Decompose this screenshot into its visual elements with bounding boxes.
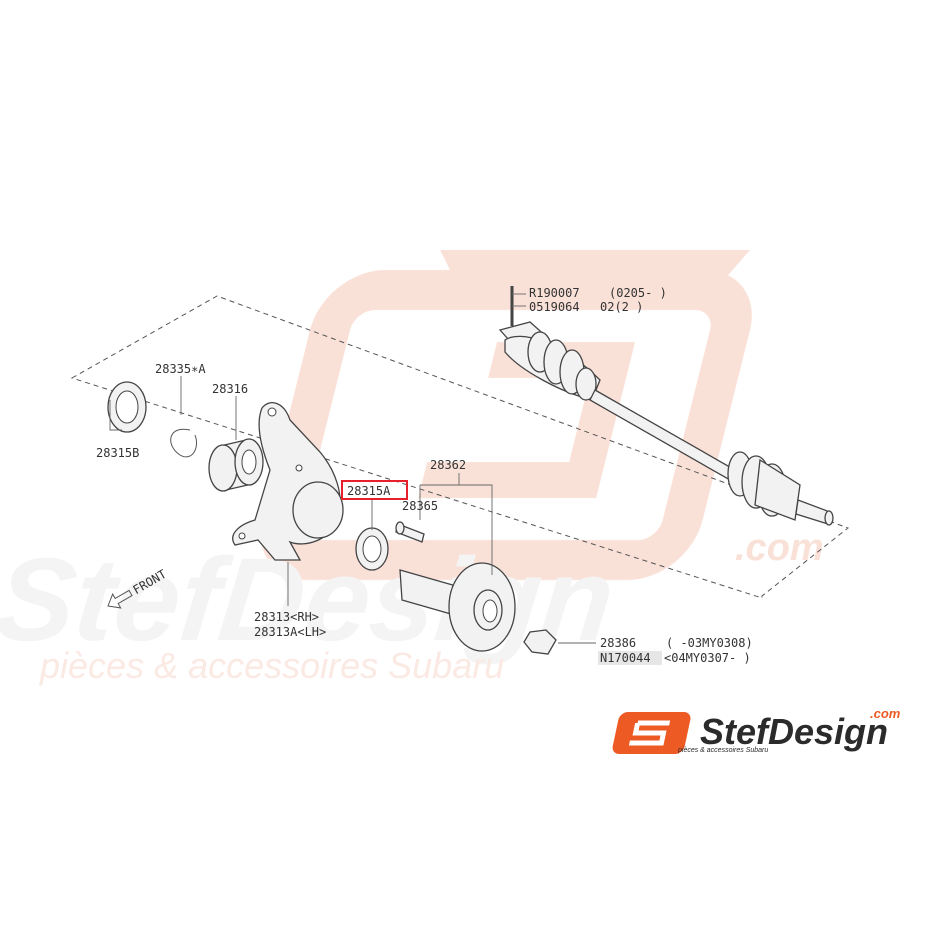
label-r190007: R190007 — [529, 286, 580, 300]
label-0519064: 0519064 — [529, 300, 580, 314]
label-r190007-range: (0205- ) — [609, 286, 667, 300]
assembly-outline — [70, 295, 850, 599]
nut-28386 — [523, 629, 557, 655]
n170044-shade — [598, 651, 662, 665]
logo-brand: StefDesign — [700, 711, 888, 752]
label-0519064-suffix: 02(2 ) — [600, 300, 643, 314]
snap-ring-28335 — [170, 428, 197, 458]
leader-lines — [109, 293, 596, 644]
oil-seal-28315b — [107, 381, 147, 433]
hub-28362 — [399, 562, 516, 652]
label-28335-a: 28335∗A — [155, 362, 206, 376]
label-28316: 28316 — [212, 382, 248, 396]
hub-bolt-28365 — [395, 521, 425, 543]
label-28315b: 28315B — [96, 446, 139, 460]
bearing-28316 — [208, 438, 264, 492]
label-28386-range: ( -03MY0308) — [666, 636, 753, 650]
label-28315a: 28315A — [347, 484, 391, 498]
label-n170044: N170044 — [600, 651, 651, 665]
knuckle-28313 — [232, 402, 344, 561]
watermark-domain: .com — [735, 527, 824, 569]
watermark-brand: StefDesign — [0, 534, 620, 666]
watermark-tagline: pièces & accessoires Subaru — [39, 645, 504, 686]
oil-seal-28315a — [355, 527, 389, 571]
label-28365: 28365 — [402, 499, 438, 513]
stefdesign-logo: StefDesign .com pièces & accessoires Sub… — [612, 706, 901, 754]
label-28313-rh: 28313<RH> — [254, 610, 319, 624]
logo-domain: .com — [870, 706, 901, 721]
label-28362: 28362 — [430, 458, 466, 472]
label-28313a-lh: 28313A<LH> — [254, 625, 326, 639]
logo-tagline: pièces & accessoires Subaru — [677, 747, 768, 754]
watermark: StefDesign .com pièces & accessoires Sub… — [0, 250, 824, 686]
logo-sj-badge — [612, 712, 691, 754]
label-28386: 28386 — [600, 636, 636, 650]
label-n170044-range: <04MY0307- ) — [664, 651, 751, 665]
drive-shaft — [498, 286, 834, 526]
highlight-box — [341, 480, 408, 500]
